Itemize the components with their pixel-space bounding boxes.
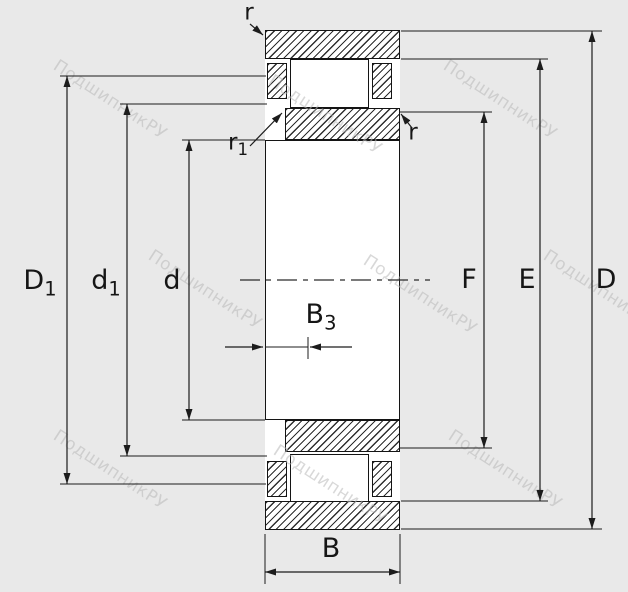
label-r1-sub: 1 xyxy=(237,140,248,160)
label-r-right-base: r xyxy=(408,119,418,146)
label-E: E xyxy=(518,266,535,298)
label-E-base: E xyxy=(518,264,536,296)
outer-ring-bottom-section xyxy=(265,501,400,530)
label-r1-base: r xyxy=(228,129,238,156)
roller-bottom-section xyxy=(290,454,369,503)
label-d1: d1 xyxy=(91,267,121,299)
label-r-top-base: r xyxy=(244,0,254,26)
watermark: ПодшипникРУ xyxy=(439,55,561,145)
label-d1-sub: 1 xyxy=(108,277,121,301)
label-D-base: D xyxy=(595,264,617,296)
rib-top-right-section xyxy=(372,63,392,99)
label-r-right: r xyxy=(408,121,417,148)
label-B: B xyxy=(322,535,341,567)
label-d1-base: d xyxy=(91,265,109,297)
label-r1: r1 xyxy=(228,131,248,158)
label-B-base: B xyxy=(321,533,341,565)
roller-top-section xyxy=(290,59,369,108)
watermark: ПодшипникРУ xyxy=(49,425,171,515)
label-D1-sub: 1 xyxy=(44,277,57,301)
label-D: D xyxy=(596,266,617,298)
label-B3: B3 xyxy=(306,301,337,333)
label-F-base: F xyxy=(461,264,477,296)
watermark: ПодшипникРУ xyxy=(49,55,171,145)
label-D1: D1 xyxy=(23,267,56,299)
label-d: d xyxy=(163,267,180,299)
outer-ring-top-section xyxy=(265,30,400,59)
watermark: ПодшипникРУ xyxy=(444,425,566,515)
label-F: F xyxy=(461,266,477,298)
label-D1-base: D xyxy=(23,265,45,297)
rib-top-left-section xyxy=(267,63,287,99)
bore-section xyxy=(265,140,400,420)
label-B3-sub: 3 xyxy=(324,311,337,335)
rib-bottom-right-section xyxy=(372,461,392,497)
inner-ring-top-section xyxy=(285,108,400,140)
label-r-top: r xyxy=(244,1,253,28)
label-B3-base: B xyxy=(305,299,325,331)
inner-ring-bottom-section xyxy=(285,420,400,452)
rib-bottom-left-section xyxy=(267,461,287,497)
label-d-base: d xyxy=(163,265,181,297)
